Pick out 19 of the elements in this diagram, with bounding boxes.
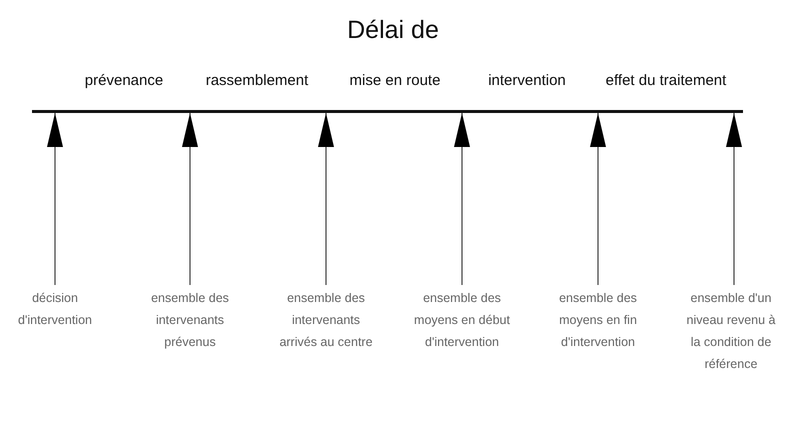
arrow — [47, 112, 63, 286]
phase-label: prévenance — [84, 72, 164, 89]
event-label: ensemble des moyens en début d'intervention — [412, 287, 512, 353]
event-label: décision d'intervention — [5, 287, 105, 331]
title: Délai de — [346, 16, 440, 45]
event-label: ensemble d'un niveau revenu à la condition de référence — [681, 287, 781, 375]
event-label: ensemble des moyens en fin d'intervention — [548, 287, 648, 353]
phase-label: effet du traitement — [604, 72, 728, 89]
arrow — [318, 112, 334, 286]
phase-label: rassemblement — [204, 72, 310, 89]
phase-label: intervention — [487, 72, 567, 89]
arrow — [590, 112, 606, 286]
timeline-bar — [32, 110, 743, 113]
phase-label: mise en route — [348, 72, 442, 89]
arrow — [726, 112, 742, 286]
event-label: ensemble des intervenants prévenus — [140, 287, 240, 353]
arrow — [454, 112, 470, 286]
event-label: ensemble des intervenants arrivés au centre — [276, 287, 376, 353]
arrow — [182, 112, 198, 286]
